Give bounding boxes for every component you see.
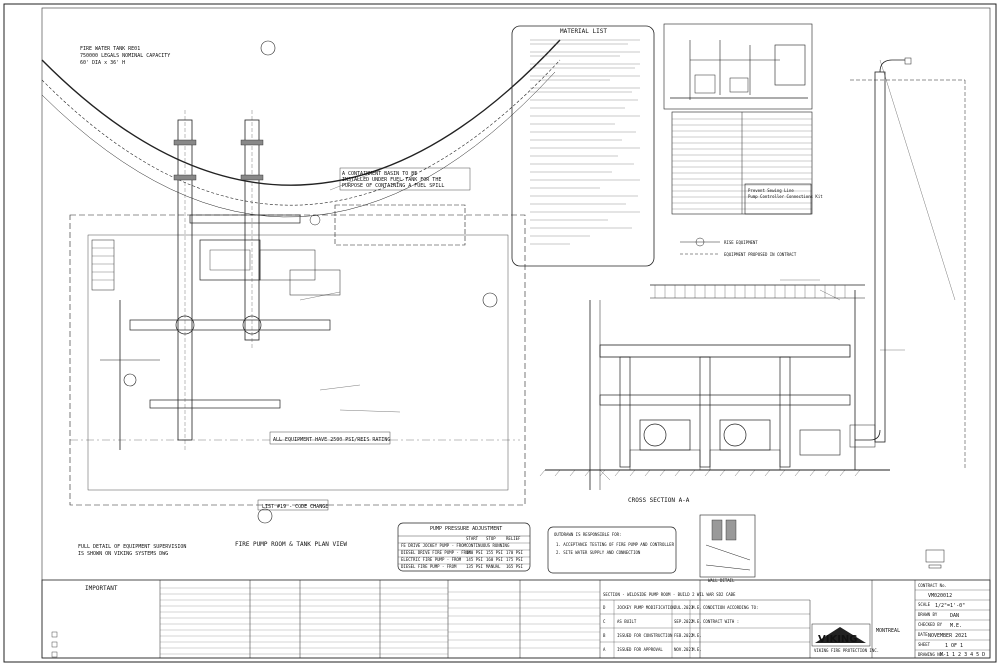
cross-section: [539, 57, 966, 490]
rev-c-date: SEP.2022: [674, 619, 694, 624]
note-box-line-2: Pump Controller Connections Kit: [748, 194, 823, 199]
curb-note: ALL EQUIPMENT HAVE 2500 PSI/REIS RATING: [273, 437, 390, 443]
pump-pressure-table: [397, 522, 531, 572]
material-list-title: MATERIAL LIST: [560, 28, 607, 35]
responsibility-item-1: 1. ACCEPTANCE TESTING OF FIRE PUMP AND C…: [556, 542, 675, 547]
pump-row-2-relief: 170 PSI: [506, 550, 523, 555]
pump-table-header-stop: STOP: [486, 536, 496, 541]
rev-b-by: M.E.: [692, 633, 702, 638]
pump-table-title: PUMP PRESSURE ADJUSTMENT: [430, 526, 502, 532]
pump-row-3-name: ELECTRIC FIRE PUMP - FROM: [401, 557, 462, 562]
pump-row-1-start: CONTINUOUS RUNNING: [466, 543, 510, 548]
containment-note-3: PURPOSE OF CONTAINING A FUEL SPILL: [342, 183, 444, 189]
company-logo: [811, 623, 871, 647]
contract-label: CONTRACT No.: [918, 583, 947, 588]
supervision-note-1: FULL DETAIL OF EQUIPMENT SUPERVISION: [78, 544, 186, 550]
rev-d-desc: JOCKEY PUMP MODIFICATION: [617, 605, 675, 610]
rev-d-by: M.E.: [692, 605, 702, 610]
containment-note-1: A CONTAINMENT BASIN TO BE: [342, 171, 417, 177]
tank-label-line-1: FIRE WATER TANK RE01: [80, 46, 140, 52]
title-block: [41, 579, 991, 659]
date-label: DATE: [918, 632, 928, 637]
drawing-no-label: DRAWING No.: [918, 652, 945, 657]
isometric-panel: [663, 23, 813, 255]
issued-label: CONDITION ACCORDING TO:: [703, 605, 758, 610]
company-subtitle: VIKING FIRE PROTECTION INC.: [814, 648, 879, 653]
responsibility-item-2: 2. SITE WATER SUPPLY AND CONNECTION: [556, 550, 641, 555]
section-header: SECTION - WILDSIDE PUMP ROOM - BUILD 2 W…: [603, 592, 736, 597]
tank-label-line-3: 60' DIA x 36' H: [80, 60, 125, 66]
rev-a-code: A: [603, 647, 606, 652]
checked-value: M.E.: [950, 623, 962, 629]
plan-view: [41, 39, 561, 524]
contract-number: VM020012: [928, 593, 952, 599]
pump-row-2-name: DIESEL DRIVE FIRE PUMP - FROM: [401, 550, 471, 555]
note-box-line-1: Prevent Sewing Line: [748, 188, 794, 193]
legend-label-1: RISE EQUIPMENT: [724, 240, 758, 245]
rev-c-desc: AS BUILT: [617, 619, 637, 624]
project-name: MONTREAL: [876, 628, 900, 634]
rev-a-date: NOV.2021: [674, 647, 694, 652]
plan-title: FIRE PUMP ROOM & TANK PLAN VIEW: [235, 541, 347, 548]
pump-row-3-relief: 175 PSI: [506, 557, 523, 562]
tank-label-line-2: 750000 LEGALS NOMINAL CAPACITY: [80, 53, 170, 59]
company-name: VIKING: [818, 634, 858, 645]
rev-d-code: D: [603, 605, 606, 610]
checked-label: CHECKED BY: [918, 622, 943, 627]
wall-detail: [699, 514, 756, 578]
drawing-no-value: M-1 1 2 3 4 5 D: [940, 652, 985, 658]
drawn-value: DAN: [950, 613, 959, 619]
pump-table-header-start: START: [466, 536, 479, 541]
pump-row-1-name: FE DRIVE JOCKEY PUMP - FROM: [401, 543, 467, 548]
sheet-label: SHEET: [918, 642, 931, 647]
legend-label-2: EQUIPMENT PROPOSED IN CONTRACT: [724, 252, 797, 257]
section-title: CROSS SECTION A-A: [628, 497, 690, 504]
contract-with: CONTRACT WITH :: [703, 619, 739, 624]
pump-row-3-start: 145 PSI: [466, 557, 483, 562]
rev-a-by: M.E.: [692, 647, 702, 652]
rev-d-date: JUL.2023: [674, 605, 694, 610]
sheet-border: [3, 3, 997, 663]
pump-row-4-stop: MANUAL: [486, 564, 501, 569]
containment-note-2: INSTALLED UNDER FUEL TANK FOR THE: [342, 177, 441, 183]
important-title: IMPORTANT: [85, 585, 118, 592]
scale-label: SCALE: [918, 602, 931, 607]
responsibility-box: [547, 526, 677, 574]
pump-row-3-stop: 160 PSI: [486, 557, 503, 562]
rev-c-by: M.E.: [692, 619, 702, 624]
rev-a-desc: ISSUED FOR APPROVAL: [617, 647, 663, 652]
material-list-panel: [511, 25, 655, 267]
date-value: NOVEMBER 2021: [928, 633, 967, 639]
supervision-note-2: IS SHOWN ON VIKING SYSTEMS DWG: [78, 551, 168, 557]
rev-b-desc: ISSUED FOR CONSTRUCTION: [617, 633, 673, 638]
pump-row-4-name: DIESEL FIRE PUMP - FROM: [401, 564, 457, 569]
pump-row-4-start: 135 PSI: [466, 564, 483, 569]
rev-b-code: B: [603, 633, 606, 638]
pump-row-2-stop: 155 PSI: [486, 550, 503, 555]
sheet-value: 1 OF 1: [945, 643, 963, 649]
rev-c-code: C: [603, 619, 606, 624]
code-note: LIST #19 - CODE CHANGE: [262, 504, 328, 510]
responsibility-title: OUTDRAWN IS RESPONSIBLE FOR:: [554, 532, 621, 537]
drawn-label: DRAWN BY: [918, 612, 938, 617]
rev-b-date: FEB.2022: [674, 633, 694, 638]
pump-row-2-start: 140 PSI: [466, 550, 483, 555]
pump-table-header-relief: RELIEF: [506, 536, 521, 541]
pump-row-4-relief: 165 PSI: [506, 564, 523, 569]
scale-value: 1/2"=1'-0": [935, 603, 965, 609]
detail-label: WALL DETAIL: [708, 578, 735, 583]
computer-icon: [925, 549, 945, 569]
